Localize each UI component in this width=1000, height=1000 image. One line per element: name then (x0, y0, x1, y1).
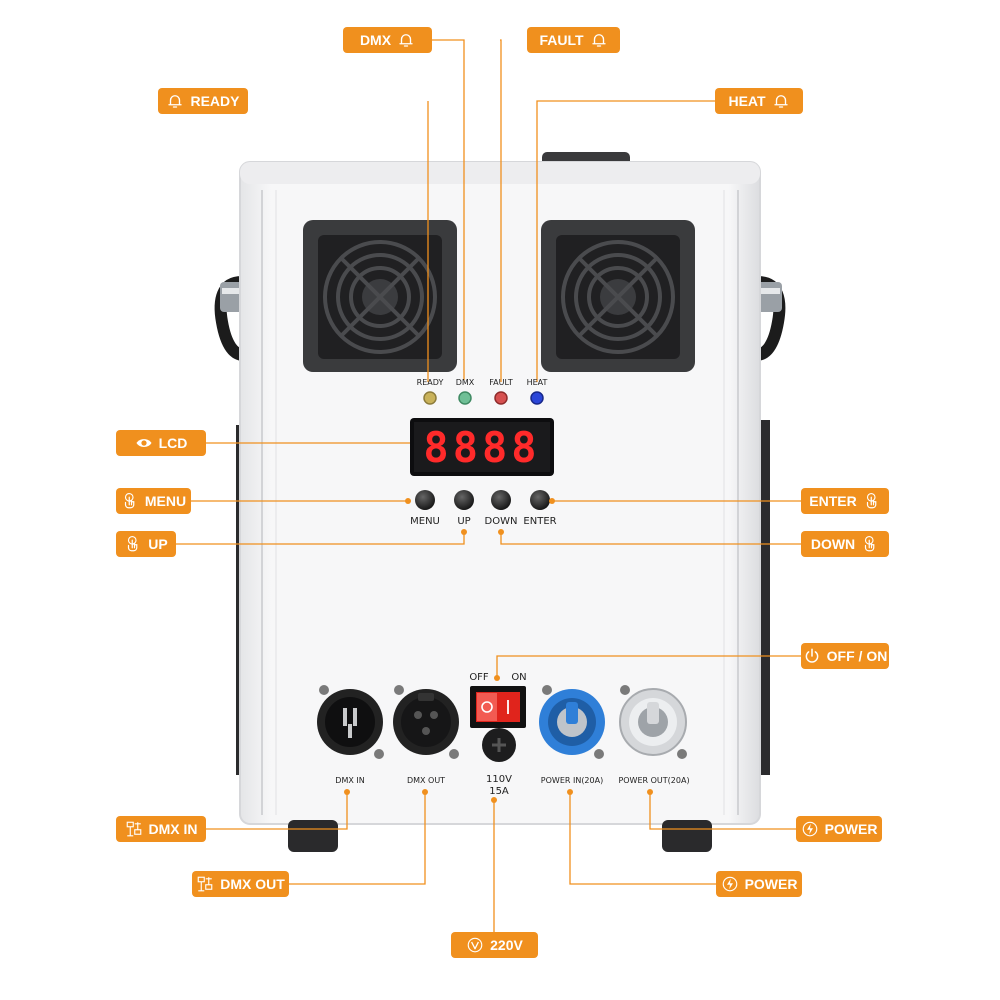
callout-leader-lines (176, 39, 801, 932)
button-label-enter: ENTER (523, 516, 557, 527)
fuse-holder[interactable] (482, 728, 516, 762)
callout-dmx-in: DMX IN (116, 816, 206, 842)
fan-left (303, 220, 457, 372)
fuse-label-voltage: 110V (486, 774, 512, 785)
callout-down: DOWN (801, 531, 889, 557)
network-icon (126, 821, 141, 837)
lightning-icon (802, 821, 817, 837)
led-ready (423, 391, 437, 405)
led-heat (530, 391, 544, 405)
bell-icon (773, 95, 788, 108)
handle-left (214, 276, 250, 361)
led-label-heat: HEAT (526, 378, 548, 387)
callout-enter-label: ENTER (809, 493, 857, 509)
power-in-label: POWER IN(20A) (540, 776, 604, 785)
callout-menu: MENU (116, 488, 191, 514)
dmx-out-label: DMX OUT (406, 776, 446, 785)
dmx-in-connector[interactable] (317, 685, 384, 759)
fuse-label-current: 15A (489, 786, 509, 797)
touch-hand-icon (128, 535, 138, 552)
lcd-digits: 8888 (423, 422, 541, 472)
led-fault (494, 391, 508, 405)
callout-fault: FAULT (527, 27, 620, 53)
lightning-icon (722, 876, 737, 892)
callout-power-out-label: POWER (824, 821, 878, 837)
bell-icon (168, 95, 183, 108)
callout-up: UP (116, 531, 176, 557)
callout-lcd: LCD (116, 430, 206, 456)
enter-button[interactable] (530, 490, 550, 510)
callout-220v: 220V (451, 932, 538, 958)
switch-label-on: ON (511, 672, 527, 683)
callout-dmx-label: DMX (359, 32, 392, 48)
bell-icon (591, 34, 606, 47)
voltage-icon (467, 937, 483, 953)
callout-anchor-dots (344, 498, 653, 803)
up-button[interactable] (454, 490, 474, 510)
callout-heat-label: HEAT (728, 93, 766, 109)
touch-hand-icon (124, 492, 135, 509)
touch-hand-icon (865, 535, 875, 552)
callout-heat: HEAT (715, 88, 803, 114)
callout-up-label: UP (148, 536, 168, 552)
button-label-menu: MENU (410, 516, 440, 527)
callout-down-label: DOWN (810, 536, 856, 552)
switch-label-off: OFF (469, 672, 489, 683)
power-in-connector[interactable] (539, 685, 605, 759)
led-label-ready: READY (416, 378, 444, 387)
callout-power-out: POWER (796, 816, 882, 842)
callout-off-on-label: OFF / ON (826, 648, 888, 664)
led-label-fault: FAULT (489, 378, 513, 387)
callout-ready: READY (158, 88, 248, 114)
button-label-down: DOWN (484, 516, 518, 527)
callout-menu-label: MENU (144, 493, 187, 509)
power-icon (805, 648, 819, 663)
handle-right (750, 276, 786, 361)
callout-off-on: OFF / ON (801, 643, 889, 669)
callout-fault-label: FAULT (539, 32, 584, 48)
callout-lcd-label: LCD (158, 435, 188, 451)
callout-dmx-out: DMX OUT (192, 871, 289, 897)
led-dmx (458, 391, 472, 405)
callout-dmx: DMX (343, 27, 432, 53)
touch-hand-icon (866, 492, 877, 509)
down-button[interactable] (491, 490, 511, 510)
callout-power-in: POWER (716, 871, 802, 897)
fan-right (541, 220, 695, 372)
network-icon (197, 876, 213, 892)
callout-dmx-in-label: DMX IN (148, 821, 198, 837)
foot-left (288, 820, 338, 852)
bell-icon (399, 34, 413, 47)
power-out-connector[interactable] (619, 685, 687, 759)
lcd-display (410, 418, 554, 476)
eye-icon (136, 439, 152, 447)
callout-220v-label: 220V (490, 937, 523, 953)
callout-power-in-label: POWER (744, 876, 798, 892)
callout-enter: ENTER (801, 488, 889, 514)
power-out-label: POWER OUT(20A) (618, 776, 690, 785)
dmx-out-connector[interactable] (393, 685, 459, 759)
power-switch[interactable] (470, 686, 526, 728)
dmx-in-label: DMX IN (335, 776, 365, 785)
callout-ready-label: READY (190, 93, 240, 109)
foot-right (662, 820, 712, 852)
callout-dmx-out-label: DMX OUT (220, 876, 285, 892)
menu-button[interactable] (415, 490, 435, 510)
button-label-up: UP (457, 516, 471, 527)
led-label-dmx: DMX (455, 378, 475, 387)
